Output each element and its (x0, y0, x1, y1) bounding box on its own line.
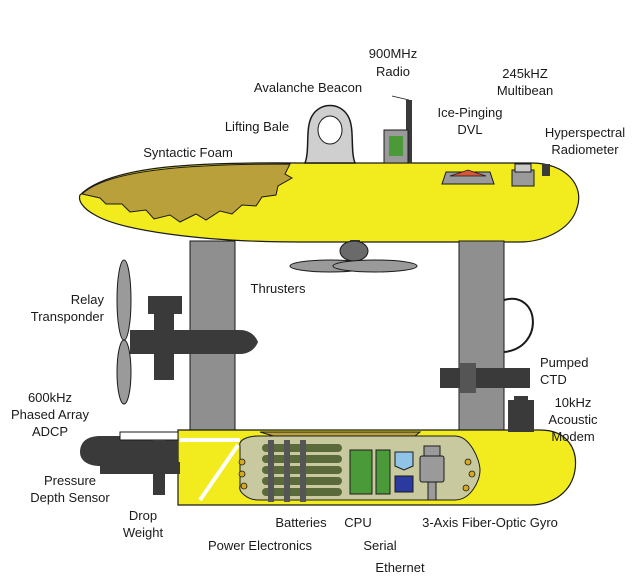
label-acoustic-modem-1: 10kHz (555, 395, 592, 410)
label-pumped-ctd-2: CTD (540, 372, 567, 387)
label-multibeam-1: 245kHZ (502, 66, 548, 81)
label-relay-transponder-1: Relay (71, 292, 105, 307)
label-drop-weight-2: Weight (123, 525, 164, 540)
label-power-electronics: Power Electronics (208, 538, 313, 553)
label-serial: Serial (363, 538, 396, 553)
label-radiometer-1: Hyperspectral (545, 125, 625, 140)
dvl-face (449, 169, 487, 177)
ethernet-chip (394, 475, 414, 493)
label-acoustic-modem-2: Acoustic (548, 412, 598, 427)
label-dvl-1: Ice-Pinging (437, 105, 502, 120)
label-dvl-2: DVL (457, 122, 482, 137)
label-thrusters: Thrusters (251, 281, 306, 296)
right-strut (458, 240, 505, 434)
syntactic-foam (80, 163, 294, 223)
drop-weight (153, 440, 165, 495)
label-acoustic-modem-3: Modem (551, 429, 594, 444)
label-adcp-1: 600kHz (28, 390, 72, 405)
serial-chip (394, 451, 414, 471)
label-cpu: CPU (344, 515, 371, 530)
label-pressure-sensor-1: Pressure (44, 473, 96, 488)
label-multibeam-2: Multibean (497, 83, 553, 98)
cpu-board (349, 449, 373, 495)
adcp-mount (119, 431, 179, 441)
pumped-ctd (440, 368, 530, 388)
gyro-unit (419, 445, 445, 501)
relay-transponder (130, 296, 258, 380)
label-lifting-bale: Lifting Bale (225, 119, 289, 134)
beacon-screen (389, 136, 403, 156)
label-drop-weight-1: Drop (129, 508, 157, 523)
ctd-hose (503, 297, 534, 353)
end-cap-bolts (238, 458, 476, 492)
acoustic-modem (508, 400, 534, 432)
label-syntactic-foam: Syntactic Foam (143, 145, 233, 160)
label-pumped-ctd-1: Pumped (540, 355, 588, 370)
label-relay-transponder-2: Transponder (31, 309, 105, 324)
label-radiometer-2: Radiometer (551, 142, 619, 157)
center-thruster (289, 240, 418, 273)
label-radio-1: 900MHz (369, 46, 417, 61)
label-adcp-3: ADCP (32, 424, 68, 439)
left-thruster-prop (116, 259, 132, 405)
radiometer (542, 164, 550, 176)
label-batteries: Batteries (275, 515, 327, 530)
acoustic-modem-cap (514, 396, 528, 402)
ctd-collar (460, 363, 476, 393)
lifting-bale-hole (317, 115, 343, 145)
label-pressure-sensor-2: Depth Sensor (30, 490, 110, 505)
lower-frame (180, 438, 240, 502)
avalanche-beacon (383, 129, 409, 164)
battery-stack (262, 440, 342, 502)
label-gyro: 3-Axis Fiber-Optic Gyro (422, 515, 558, 530)
cpu-board-2 (375, 449, 391, 495)
label-adcp-2: Phased Array (11, 407, 90, 422)
leader-lines (391, 95, 410, 101)
pressure-sensor (100, 462, 180, 474)
label-avalanche-beacon: Avalanche Beacon (254, 80, 362, 95)
label-radio-2: Radio (376, 64, 410, 79)
radio-antenna (406, 100, 412, 163)
multibeam-top (514, 163, 532, 173)
label-ethernet: Ethernet (375, 560, 425, 575)
